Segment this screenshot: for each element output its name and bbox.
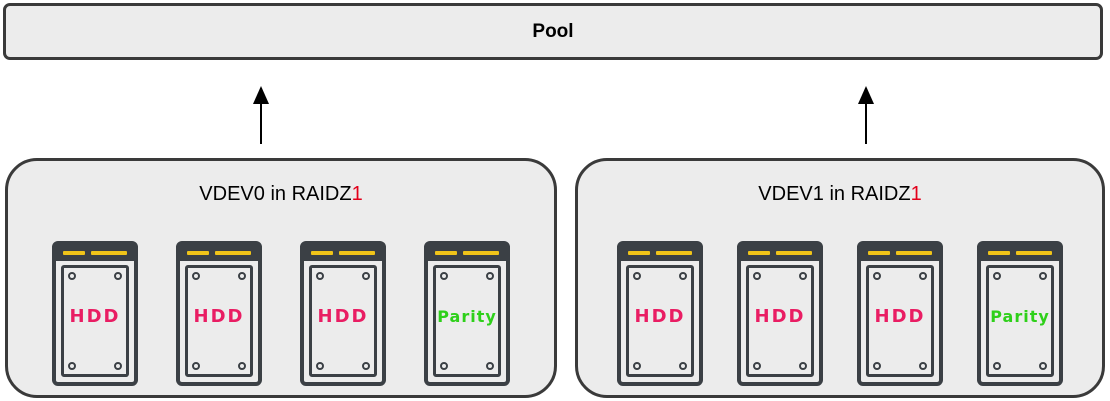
disk-label: HDD — [193, 305, 245, 327]
vdev1-box: VDEV1 in RAIDZ1 HDD HDD HDD Parity — [575, 158, 1105, 398]
disk-label: Parity — [437, 306, 497, 326]
disk-label: HDD — [317, 305, 369, 327]
disk-label: Parity — [990, 306, 1050, 326]
hdd-icon: HDD — [617, 241, 703, 386]
hdd-icon: HDD — [176, 241, 262, 386]
arrow-icon-vdev0-to-pool — [253, 86, 269, 144]
parity-disk-icon: Parity — [424, 241, 510, 386]
pool-label: Pool — [532, 20, 574, 42]
parity-disk-icon: Parity — [977, 241, 1063, 386]
disk-label: HDD — [634, 305, 686, 327]
vdev0-box: VDEV0 in RAIDZ1 HDD HDD HDD Parity — [5, 158, 557, 398]
disk-label: HDD — [69, 305, 121, 327]
hdd-icon: HDD — [857, 241, 943, 386]
vdev0-disks: HDD HDD HDD Parity — [8, 241, 554, 386]
vdev0-title: VDEV0 in RAIDZ1 — [199, 183, 363, 205]
hdd-icon: HDD — [300, 241, 386, 386]
vdev1-disks: HDD HDD HDD Parity — [578, 241, 1102, 386]
vdev1-title: VDEV1 in RAIDZ1 — [758, 183, 922, 205]
disk-label: HDD — [874, 305, 926, 327]
pool-box: Pool — [3, 3, 1103, 60]
disk-label: HDD — [754, 305, 806, 327]
arrow-icon-vdev1-to-pool — [858, 86, 874, 144]
hdd-icon: HDD — [52, 241, 138, 386]
hdd-icon: HDD — [737, 241, 823, 386]
